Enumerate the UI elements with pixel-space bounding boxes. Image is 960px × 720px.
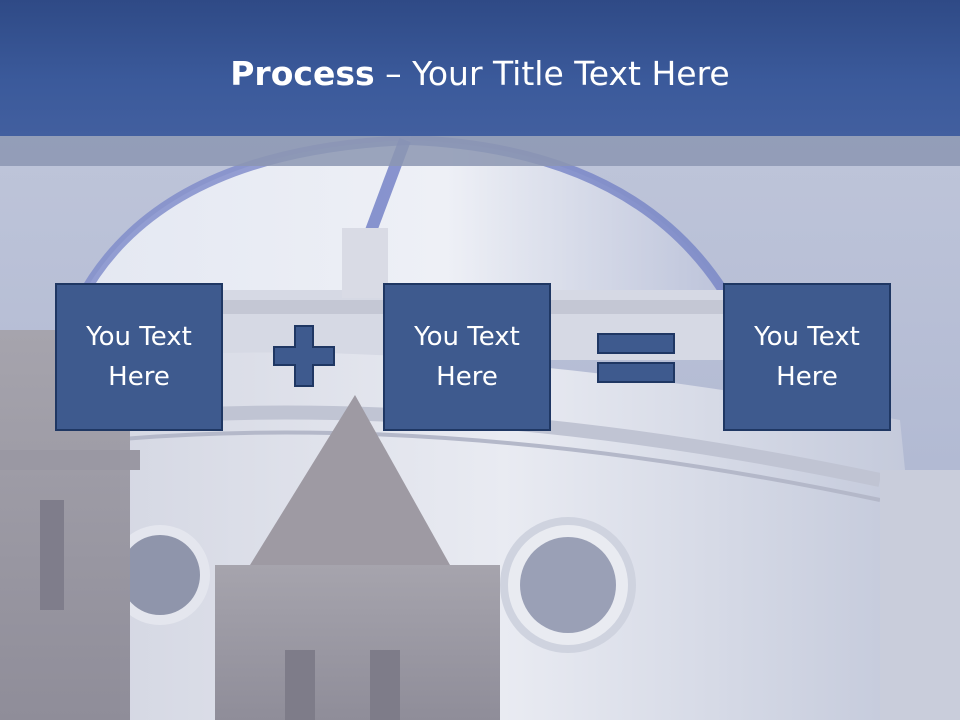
- title-bold-text: Process: [230, 54, 375, 93]
- process-box-2-label: You Text Here: [414, 322, 520, 392]
- process-box-3[interactable]: You Text Here: [723, 283, 891, 431]
- process-box-3-label: You Text Here: [754, 322, 860, 392]
- title-text: – Your Title Text Here: [374, 54, 730, 93]
- slide-title: Process – Your Title Text Here: [0, 52, 960, 96]
- title-bar: Process – Your Title Text Here: [0, 0, 960, 136]
- plus-icon: [273, 325, 335, 387]
- process-box-2[interactable]: You Text Here: [383, 283, 551, 431]
- equals-icon: [597, 333, 675, 383]
- header-stripe: [0, 136, 960, 166]
- process-box-1[interactable]: You Text Here: [55, 283, 223, 431]
- process-box-1-label: You Text Here: [86, 322, 192, 392]
